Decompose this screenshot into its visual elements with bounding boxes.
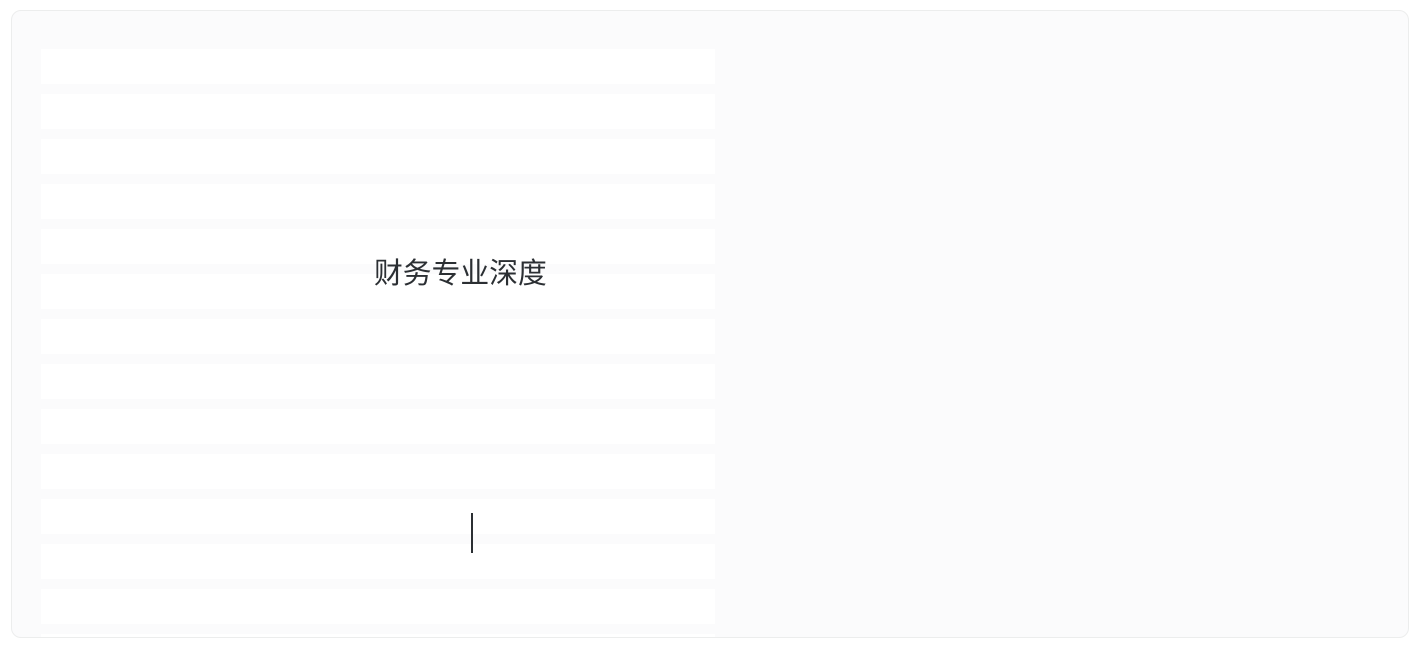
diagram-row-1: 财务专业深度 [41,247,715,299]
ascii-diagram: 财务专业深度 [41,39,715,637]
top-label: 财务专业深度 [374,256,547,290]
top-stem-line [471,513,473,553]
diagram-row-2 [41,507,715,559]
diagram-card: 财务专业深度 [11,10,1409,638]
